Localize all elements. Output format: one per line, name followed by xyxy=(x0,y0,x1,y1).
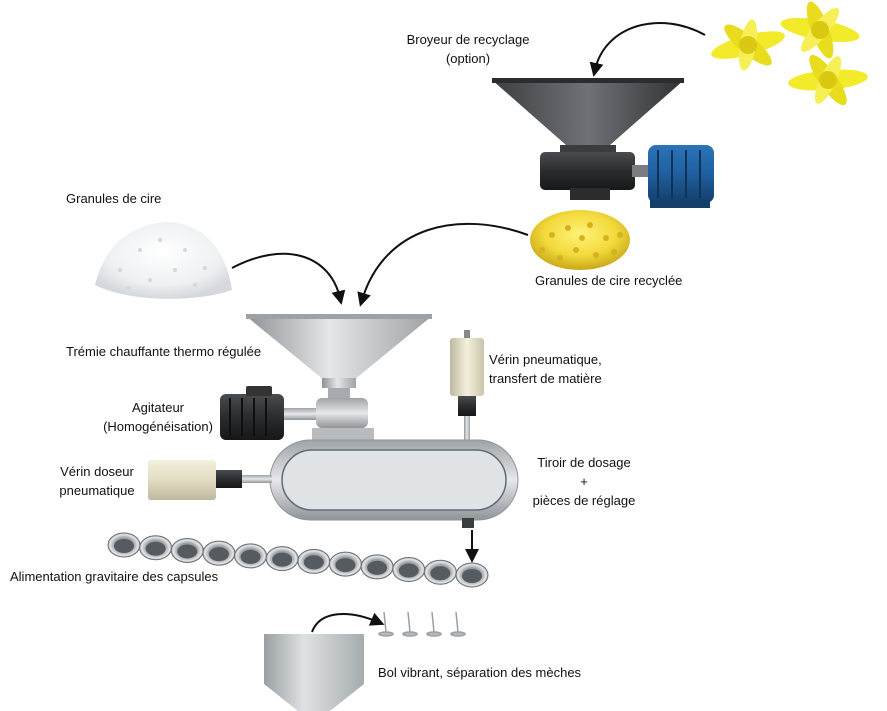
arrow-flowers-to-grinder xyxy=(589,21,706,77)
label-capsule-feed: Alimentation gravitaire des capsules xyxy=(10,569,219,584)
recycled-granules-pile xyxy=(530,210,630,270)
label-pneumatic-cylinder: Vérin pneumatique, transfert de matière xyxy=(489,352,602,386)
capsule xyxy=(455,562,489,588)
arrow-granules-to-hopper xyxy=(231,252,346,305)
label-agitator: Agitateur (Homogénéisation) xyxy=(103,400,213,434)
capsule xyxy=(202,540,236,566)
agitator-motor xyxy=(220,386,374,442)
label-recycling-grinder: Broyeur de recyclage (option) xyxy=(406,32,530,66)
capsule xyxy=(234,543,268,569)
capsule xyxy=(423,559,457,585)
label-recycled-granules: Granules de cire recyclée xyxy=(535,273,683,288)
label-vibrating-bowl: Bol vibrant, séparation des mèches xyxy=(378,665,582,680)
arrow-recycled-to-hopper xyxy=(357,222,529,307)
heated-hopper xyxy=(246,314,432,398)
capsule xyxy=(107,532,141,558)
dosing-pneumatic-cylinder xyxy=(148,460,272,500)
capsule xyxy=(297,548,331,574)
label-dosing-drawer: Tiroir de dosage + pièces de réglage xyxy=(532,455,636,508)
vibrating-bowl xyxy=(264,634,364,711)
arrow-bowl-to-wicks xyxy=(311,612,385,633)
capsule xyxy=(392,557,426,583)
pneumatic-transfer-cylinder xyxy=(450,330,484,446)
capsule xyxy=(170,537,204,563)
capsule xyxy=(328,551,362,577)
label-heated-hopper: Trémie chauffante thermo régulée xyxy=(66,344,262,359)
wax-granules-pile xyxy=(95,222,232,299)
label-dosing-cylinder: Vérin doseur pneumatique xyxy=(59,464,135,498)
capsule-row xyxy=(107,532,489,588)
candle-wicks xyxy=(378,611,466,637)
dosing-drawer xyxy=(269,439,519,528)
capsule xyxy=(265,546,299,572)
capsule xyxy=(139,535,173,561)
recycling-grinder xyxy=(492,78,714,208)
label-wax-granules: Granules de cire xyxy=(66,191,162,206)
recycled-wax-flowers xyxy=(711,1,868,106)
capsule xyxy=(360,554,394,580)
